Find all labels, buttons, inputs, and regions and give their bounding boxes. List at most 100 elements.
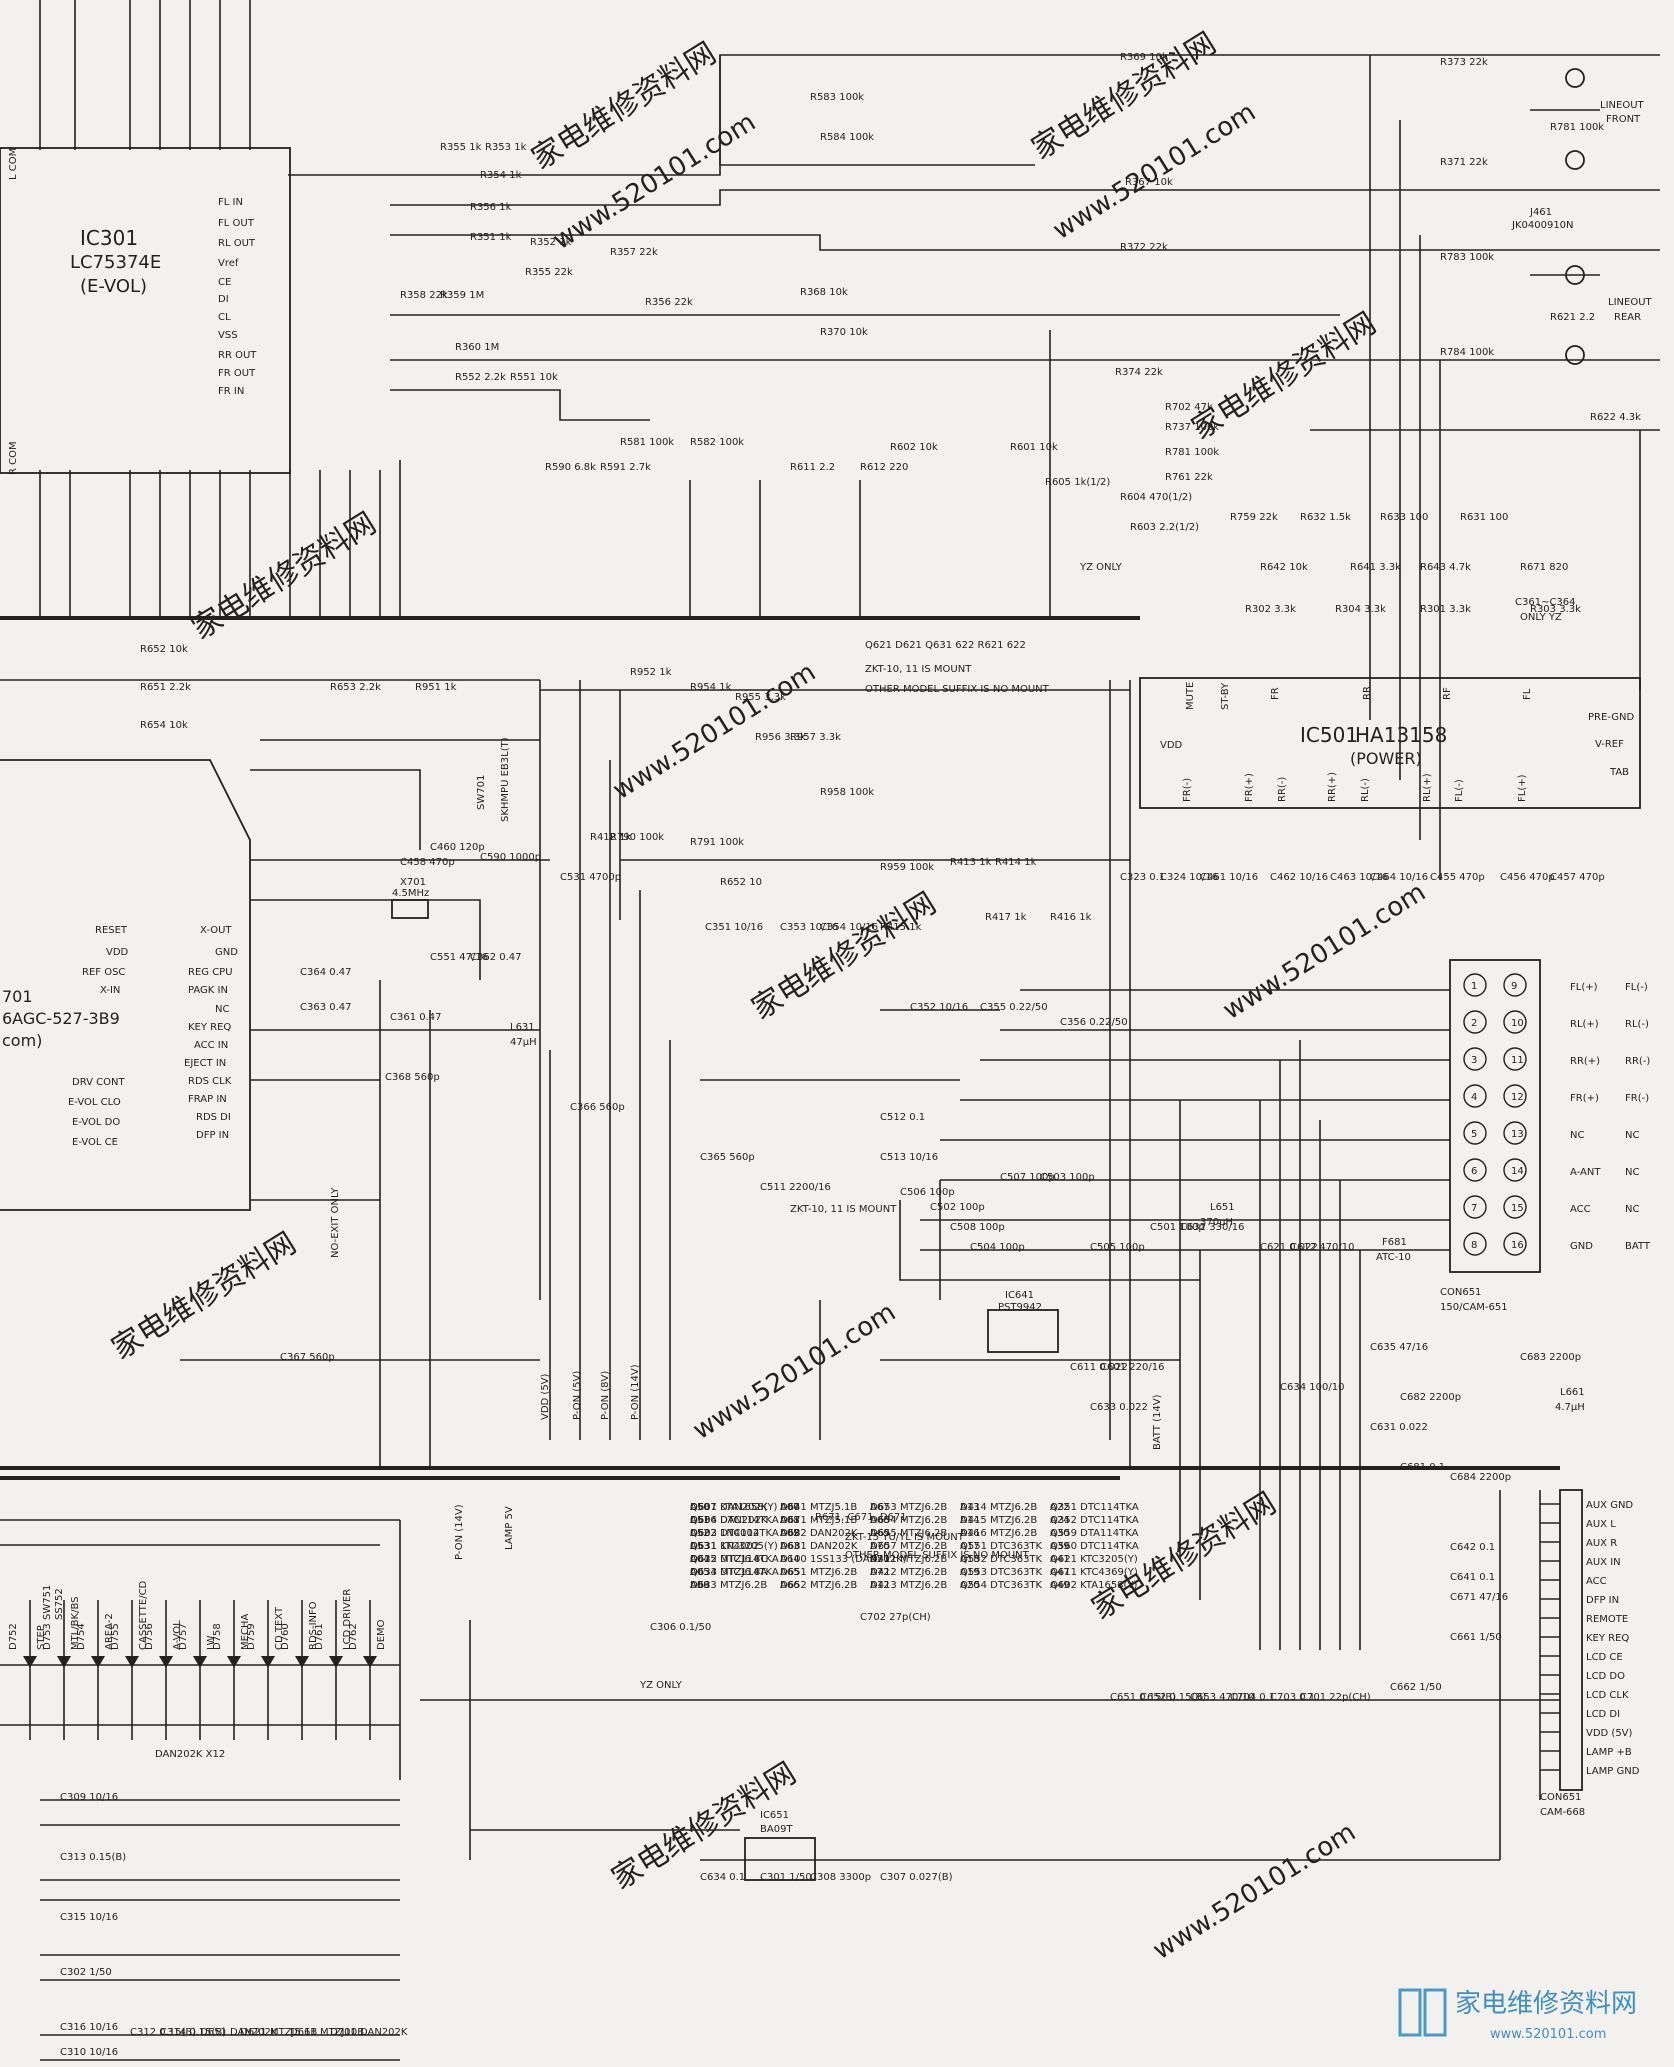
cpu-pin-drvcont: DRV CONT: [72, 1077, 125, 1088]
speaker-connector-part: 150/CAM-651: [1440, 1302, 1508, 1313]
ic501-pin-rr: RR: [1362, 686, 1373, 700]
component-label: C501 100p: [1150, 1222, 1205, 1233]
component-label: C684 2200p: [1450, 1472, 1511, 1483]
ic501-pin-fl: FL: [1522, 688, 1533, 700]
lineout-jacks: LINEOUT FRONT LINEOUT REAR J461 JK040091…: [1511, 68, 1653, 365]
component-label: D414 MTZJ6.2B: [960, 1502, 1037, 1513]
cpu-pin-regcpu: REG CPU: [188, 967, 233, 978]
l661-ref: L661: [1560, 1387, 1585, 1398]
led-label: MTL/BK/BS: [70, 1597, 81, 1651]
component-label: C653 470/10: [1190, 1692, 1254, 1703]
led-label: LCD DRIVER: [342, 1589, 353, 1650]
speaker-pin-number: 4: [1471, 1092, 1477, 1103]
component-label: C458 470p: [400, 857, 455, 868]
component-label: R603 2.2(1/2): [1130, 522, 1199, 533]
rail-pon8: P-ON (8V): [600, 1371, 611, 1420]
speaker-pin-9: [1503, 973, 1527, 997]
speaker-pin-number: 13: [1511, 1129, 1524, 1140]
ic301-pin-fl-in: FL IN: [218, 197, 243, 208]
component-label: C633 0.022: [1090, 1402, 1148, 1413]
rail-labels: VDD (5V) P-ON (5V) P-ON (8V) P-ON (14V) …: [454, 1364, 1163, 1560]
component-label: C590 1000p: [480, 852, 541, 863]
speaker-pin-label: FL(+): [1570, 982, 1598, 993]
component-label: D637 DAN202K: [690, 1502, 768, 1513]
watermark-text-3: 家电维修资料网: [186, 506, 383, 647]
speaker-pin-number: 3: [1471, 1055, 1477, 1066]
component-label: R370 10k: [820, 327, 868, 338]
speaker-pin-label: BATT: [1625, 1241, 1651, 1252]
component-label: Q551 DTC363TK: [960, 1541, 1043, 1552]
component-label: D632 1N4002: [690, 1528, 759, 1539]
led-label: DEMO: [376, 1619, 387, 1650]
component-label: R601 10k: [1010, 442, 1058, 453]
component-label: Q552 DTC363TK: [960, 1554, 1043, 1565]
component-label: C601 220/16: [1100, 1362, 1164, 1373]
component-label: A24: [1050, 1515, 1070, 1526]
component-label: A20: [960, 1580, 980, 1591]
ic501-pin-pregnd: PRE-GND: [1588, 712, 1635, 723]
component-label: R369 10k: [1120, 52, 1168, 63]
cpu-body: [0, 759, 251, 1211]
component-label: Q602 KTA1658(Y): [1050, 1580, 1138, 1591]
component-label: R671 820: [1520, 562, 1568, 573]
component-label: A06: [690, 1580, 710, 1591]
ic501-pin-rl-minus: RL(-): [1360, 778, 1371, 802]
panel-pin-label: REMOTE: [1586, 1614, 1628, 1625]
speaker-pin-number: 11: [1511, 1055, 1524, 1066]
component-label: D621 MTZJ5.6B: [240, 2027, 317, 2038]
component-label: R654 10k: [140, 720, 188, 731]
cpu-pin-evolce: E-VOL CE: [72, 1137, 118, 1148]
ic301-pin-rcom: R COM: [8, 441, 19, 475]
speaker-pin-11: [1503, 1047, 1527, 1071]
ic641-body: [987, 1309, 1059, 1353]
component-label: R958 100k: [820, 787, 874, 798]
component-label: Q603 DTC114TKA: [690, 1528, 779, 1539]
panel-connector-part: CAM-668: [1540, 1807, 1585, 1818]
component-label: Q351 DTC114TKA: [1050, 1502, 1139, 1513]
component-label: R413 1k: [950, 857, 992, 868]
cpu-pin-pagkin: PAGK IN: [188, 985, 228, 996]
component-label: R952 1k: [630, 667, 672, 678]
panel-pin-label: AUX L: [1586, 1519, 1616, 1530]
cpu-pin-vdd: VDD: [106, 947, 129, 958]
component-label: C310 10/16: [60, 2047, 118, 2058]
speaker-pin-14: [1503, 1158, 1527, 1182]
ic501-pin-fr-minus: FR(-): [1182, 778, 1193, 802]
component-label: R356 22k: [645, 297, 693, 308]
sw701-ref: SW701: [476, 775, 487, 810]
component-label: R551 10k: [510, 372, 558, 383]
led-ref: D755: [110, 1623, 121, 1650]
component-label: A22: [1050, 1502, 1070, 1513]
component-label: Q631 KTC3205(Y): [690, 1541, 778, 1552]
component-label: A41: [1050, 1554, 1070, 1565]
cpu-pin-rdsclk: RDS CLK: [188, 1076, 232, 1087]
component-label: R954 1k: [690, 682, 732, 693]
cpu-pin-keyreq: KEY REQ: [188, 1022, 231, 1033]
cpu-pin-refosc: REF OSC: [82, 967, 125, 978]
component-label: C462 10/16: [1270, 872, 1328, 883]
site-logo: 家电维修资料网 www.520101.com: [1398, 1988, 1637, 2042]
component-label: Q553 DTC363TK: [960, 1567, 1043, 1578]
speaker-pin-16: [1503, 1232, 1527, 1256]
note-1: Q621 D621 Q631 622 R621 622: [865, 640, 1026, 651]
ic301-ref: IC301: [80, 226, 138, 250]
ic501-body: [1139, 677, 1641, 809]
note-4: R671, C671, D671: [815, 1512, 907, 1523]
f681-val: ATC-10: [1376, 1252, 1411, 1263]
jack-rear-l: [1565, 265, 1585, 285]
component-label: R301 3.3k: [1420, 604, 1471, 615]
cpu-ref: 701: [2, 987, 33, 1006]
rail-pon5: P-ON (5V): [572, 1371, 583, 1420]
component-label: C681 0.1: [1400, 1462, 1445, 1473]
speaker-pin-number: 15: [1511, 1203, 1524, 1214]
component-label: C513 10/16: [880, 1152, 938, 1163]
rail-vdd5: VDD (5V): [540, 1373, 551, 1420]
component-label: C503 100p: [1040, 1172, 1095, 1183]
component-label: Q601 KTA1658(Y): [690, 1502, 778, 1513]
cpu-pin-evoldo: E-VOL DO: [72, 1117, 120, 1128]
component-label: R652 10k: [140, 644, 188, 655]
component-label: C551 47/16: [430, 952, 488, 963]
